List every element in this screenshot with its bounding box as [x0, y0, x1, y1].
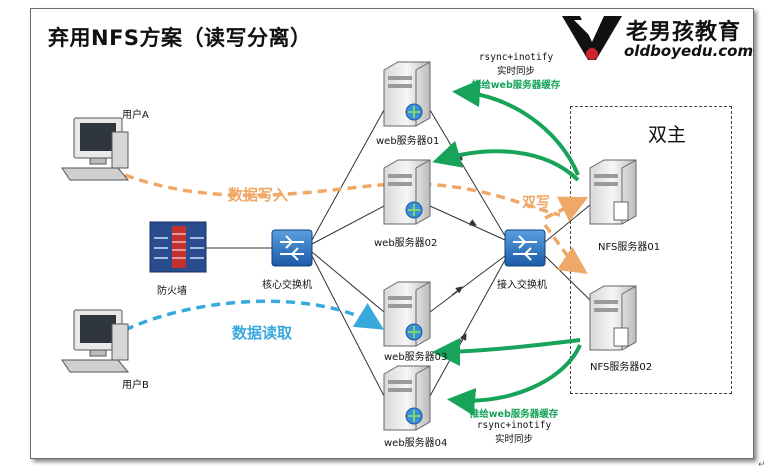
server-icon-web01	[383, 61, 431, 127]
logo-en-text: oldboyedu.com	[624, 42, 754, 60]
link-access-nfs02	[544, 255, 591, 301]
web01-label: web服务器01	[376, 136, 440, 147]
diagram-title: 弃用NFS方案（读写分离）	[48, 26, 312, 50]
sync-bottom-line3: 实时同步	[494, 434, 533, 445]
link-core-web02	[311, 205, 385, 245]
access-switch-icon	[504, 229, 546, 267]
sync-top-line3: 推给web服务器缓存	[471, 80, 561, 91]
nfs02-label: NFS服务器02	[590, 362, 653, 373]
computer-icon-user-a	[61, 117, 130, 181]
core-switch-label: 核心交换机	[262, 280, 312, 291]
link-web02-access	[429, 205, 506, 241]
sync-top-block: rsync+inotify 实时同步 推给web服务器缓存	[466, 52, 566, 91]
link-web01-access	[429, 109, 506, 237]
link-web03-access	[429, 255, 506, 313]
computer-icon-user-b	[61, 309, 130, 373]
web02-label: web服务器02	[374, 238, 438, 249]
sync-arrow-bottom-1	[432, 337, 581, 366]
sync-bottom-block: 推给web服务器缓存 rsync+inotify 实时同步	[464, 406, 564, 445]
web03-label: web服务器03	[384, 352, 448, 363]
logo-mark-icon	[562, 16, 622, 60]
sync-bottom-line1: 推给web服务器缓存	[469, 409, 559, 420]
user-b-label: 用户B	[122, 380, 149, 391]
server-icon-web02	[383, 159, 431, 225]
network-links	[206, 109, 591, 397]
firewall-icon	[149, 221, 207, 273]
server-icon-nfs01	[589, 159, 637, 225]
logo-cn-text: 老男孩教育	[626, 20, 742, 45]
read-flow-label: 数据读取	[232, 324, 293, 342]
sync-arrow-top-2	[432, 140, 580, 182]
server-icon-web04	[383, 365, 431, 431]
sync-top-line2: 实时同步	[496, 66, 535, 77]
sync-bottom-line2: rsync+inotify	[476, 420, 552, 431]
link-core-web03	[311, 251, 385, 313]
sync-arrow-top-1	[452, 79, 580, 176]
brand-logo: 老男孩教育 oldboyedu.com	[560, 12, 754, 64]
sync-arrow-bottom-2	[447, 344, 582, 416]
web04-label: web服务器04	[384, 438, 448, 449]
server-icon-web03	[383, 281, 431, 347]
link-web04-access	[429, 259, 506, 397]
link-access-nfs01	[544, 204, 591, 243]
dual-write-arrow-2	[543, 223, 588, 274]
dual-write-arrow-1	[544, 196, 589, 222]
server-icon-nfs02	[589, 285, 637, 351]
read-flow-arrow	[124, 299, 384, 332]
user-a-label: 用户A	[122, 110, 149, 121]
write-flow-arrow	[124, 173, 561, 217]
link-core-web01	[311, 109, 385, 241]
corner-mark: ↵	[758, 460, 766, 470]
firewall-label: 防火墙	[157, 286, 187, 297]
sync-top-line1: rsync+inotify	[478, 52, 554, 63]
core-switch-icon	[271, 229, 313, 267]
access-switch-label: 接入交换机	[497, 280, 547, 291]
nfs01-label: NFS服务器01	[598, 242, 661, 253]
access-arrowheads	[451, 147, 477, 349]
dual-master-label: 双主	[648, 124, 687, 146]
dual-write-label: 双写	[522, 195, 550, 211]
link-core-web04	[311, 255, 385, 397]
write-flow-label: 数据写入	[228, 186, 289, 204]
